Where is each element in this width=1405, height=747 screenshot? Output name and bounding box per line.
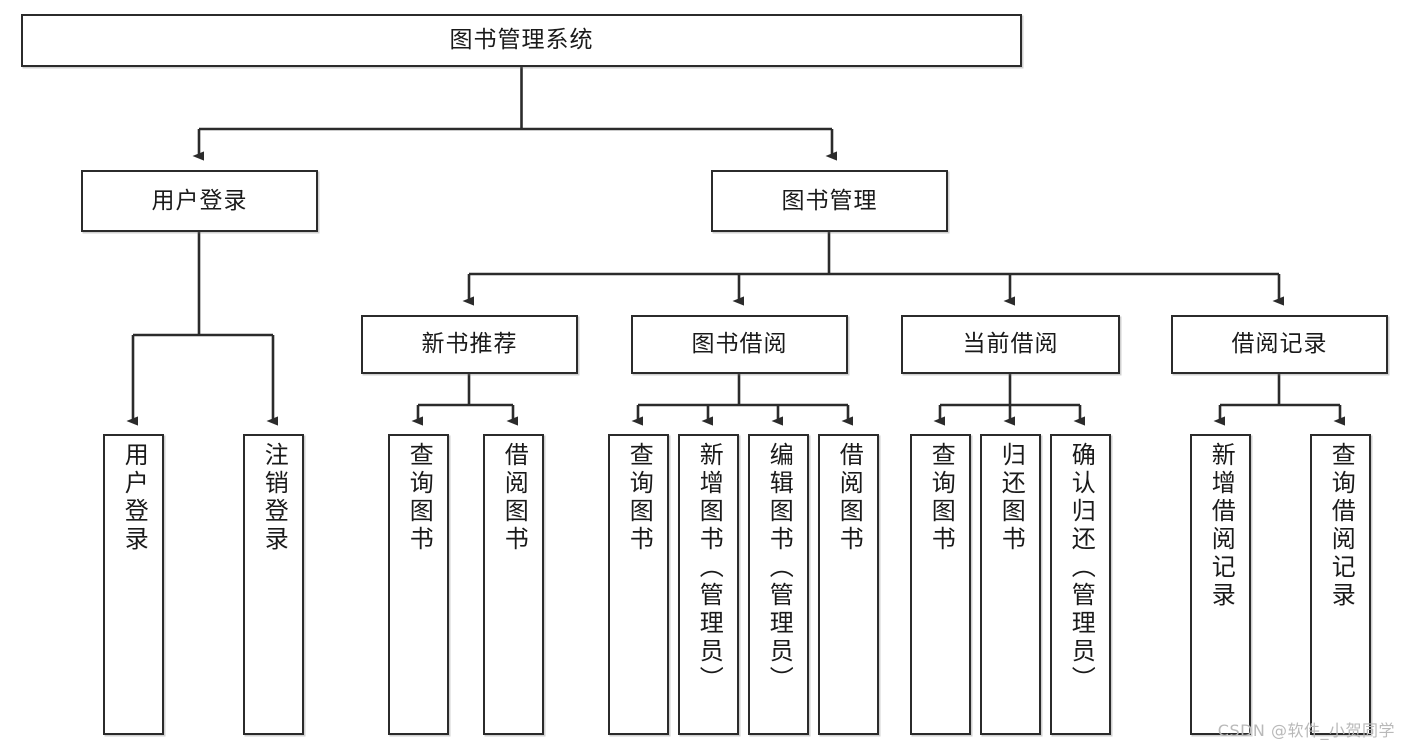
leaf-query-books-borrow[interactable]: 查询图书: [608, 434, 669, 735]
leaf-query-books-current[interactable]: 查询图书: [910, 434, 971, 735]
node-label: 归还图书: [997, 442, 1026, 554]
leaf-confirm-return-admin[interactable]: 确认归还（管理员）: [1050, 434, 1111, 735]
node-label: 查询图书: [405, 442, 434, 554]
leaf-borrow-books-new[interactable]: 借阅图书: [483, 434, 544, 735]
node-label: 注销登录: [260, 442, 289, 554]
node-label: 借阅记录: [1231, 331, 1328, 358]
node-new-book-recommendation[interactable]: 新书推荐: [361, 315, 578, 374]
node-book-management[interactable]: 图书管理: [711, 170, 948, 232]
leaf-user-login[interactable]: 用户登录: [103, 434, 164, 735]
leaf-add-borrow-record[interactable]: 新增借阅记录: [1190, 434, 1251, 735]
node-label: 借阅图书: [500, 442, 529, 554]
node-label: 查询图书: [927, 442, 956, 554]
node-root-book-management-system[interactable]: 图书管理系统: [21, 14, 1022, 67]
leaf-add-book-admin[interactable]: 新增图书（管理员）: [678, 434, 739, 735]
node-label: 新增借阅记录: [1207, 442, 1236, 610]
node-label: 确认归还（管理员）: [1067, 442, 1096, 694]
node-label: 图书管理系统: [449, 27, 594, 54]
node-borrowing-records[interactable]: 借阅记录: [1171, 315, 1388, 374]
node-label: 用户登录: [120, 442, 149, 554]
leaf-logout[interactable]: 注销登录: [243, 434, 304, 735]
node-label: 编辑图书（管理员）: [765, 442, 794, 694]
node-label: 图书管理: [781, 187, 878, 214]
node-label: 图书借阅: [691, 331, 788, 358]
leaf-query-borrow-record[interactable]: 查询借阅记录: [1310, 434, 1371, 735]
node-label: 查询借阅记录: [1327, 442, 1356, 610]
csdn-watermark: CSDN @软件_小贺同学: [1217, 721, 1395, 740]
leaf-borrow-books-borrow[interactable]: 借阅图书: [818, 434, 879, 735]
leaf-return-books[interactable]: 归还图书: [980, 434, 1041, 735]
node-label: 新书推荐: [421, 331, 518, 358]
node-book-borrowing[interactable]: 图书借阅: [631, 315, 848, 374]
node-user-login[interactable]: 用户登录: [81, 170, 318, 232]
node-label: 查询图书: [625, 442, 654, 554]
node-label: 当前借阅: [962, 331, 1059, 358]
node-label: 新增图书（管理员）: [695, 442, 724, 694]
leaf-edit-book-admin[interactable]: 编辑图书（管理员）: [748, 434, 809, 735]
node-label: 用户登录: [151, 187, 248, 214]
node-current-borrowing[interactable]: 当前借阅: [901, 315, 1120, 374]
leaf-query-books-new[interactable]: 查询图书: [388, 434, 449, 735]
node-label: 借阅图书: [835, 442, 864, 554]
